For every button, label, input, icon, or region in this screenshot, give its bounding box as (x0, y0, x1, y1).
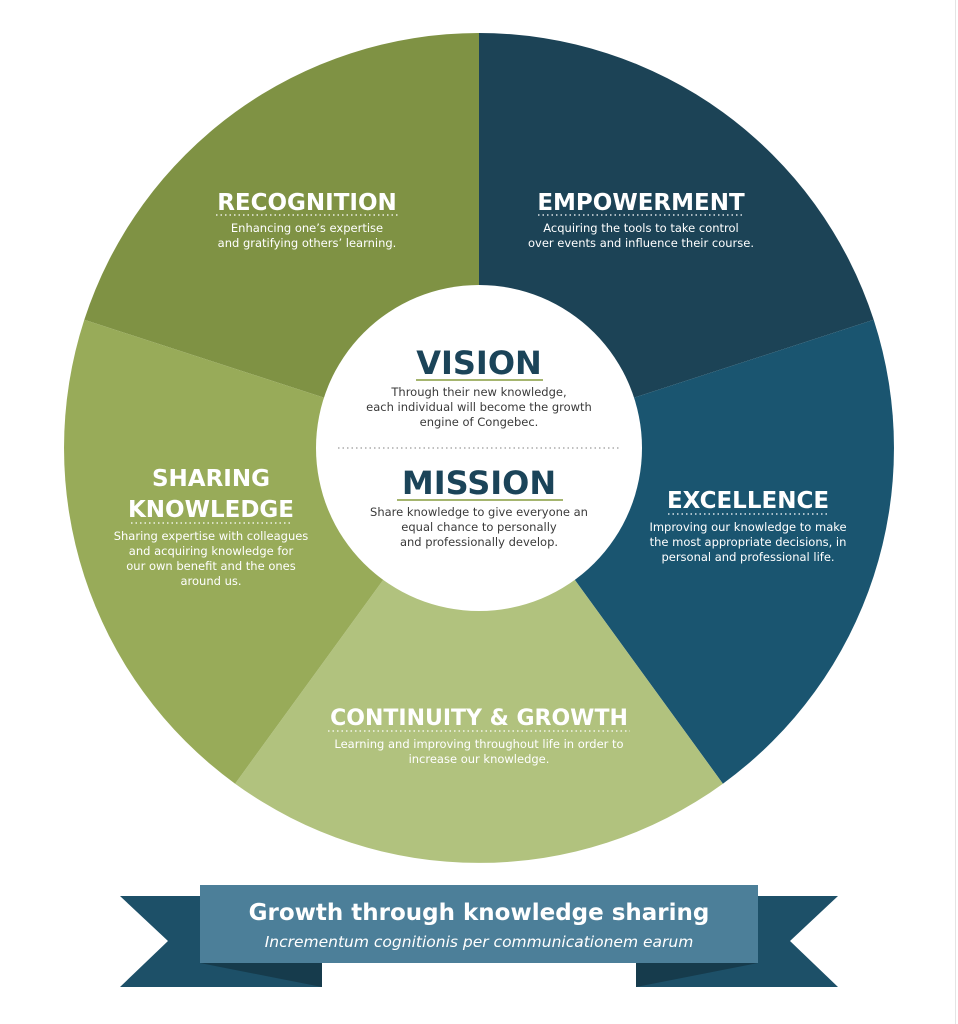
ribbon-fold-left (200, 963, 322, 987)
excellence-desc-line-1: Improving our knowledge to make (649, 520, 846, 534)
sharing-label-group: SHARING KNOWLEDGE Sharing expertise with… (114, 466, 309, 588)
recognition-label-group: RECOGNITION Enhancing one’s expertise an… (216, 190, 398, 250)
banner-title: Growth through knowledge sharing (249, 900, 710, 926)
mission-desc-line-2: equal chance to personally (401, 520, 557, 534)
ribbon-main (200, 885, 758, 963)
recognition-desc-line-2: and gratifying others’ learning. (218, 236, 397, 250)
excellence-title: EXCELLENCE (667, 488, 829, 514)
mission-desc-line-1: Share knowledge to give everyone an (370, 505, 588, 519)
ribbon-fold-right (636, 963, 758, 987)
empowerment-title: EMPOWERMENT (537, 190, 745, 216)
excellence-desc-line-3: personal and professional life. (661, 550, 834, 564)
excellence-label-group: EXCELLENCE Improving our knowledge to ma… (649, 488, 846, 564)
segment-continuity-growth (235, 448, 723, 863)
vision-desc-line-2: each individual will become the growth (366, 400, 592, 414)
mission-underline (397, 499, 563, 501)
vision-group: VISION Through their new knowledge, each… (366, 344, 592, 429)
page-edge-rule (955, 0, 956, 1024)
vision-underline (416, 379, 543, 381)
sharing-desc-line-1: Sharing expertise with colleagues (114, 529, 309, 543)
continuity-desc-line-2: increase our knowledge. (409, 752, 550, 766)
sharing-title-line-1: SHARING (152, 466, 270, 492)
continuity-desc-line-1: Learning and improving throughout life i… (334, 737, 623, 751)
empowerment-label-group: EMPOWERMENT Acquiring the tools to take … (528, 190, 754, 250)
mission-title: MISSION (402, 464, 556, 502)
sharing-title-line-2: KNOWLEDGE (128, 497, 294, 523)
ribbon-banner: Growth through knowledge sharing Increme… (120, 885, 838, 987)
empowerment-desc-line-2: over events and influence their course. (528, 236, 754, 250)
mission-group: MISSION Share knowledge to give everyone… (370, 464, 588, 549)
sharing-desc-line-4: around us. (180, 574, 241, 588)
continuity-title: CONTINUITY & GROWTH (330, 706, 628, 731)
vision-desc-line-1: Through their new knowledge, (390, 385, 566, 399)
excellence-desc-line-2: the most appropriate decisions, in (650, 535, 847, 549)
sharing-desc-line-2: and acquiring knowledge for (129, 544, 294, 558)
vision-title: VISION (416, 344, 542, 382)
recognition-desc-line-1: Enhancing one’s expertise (231, 221, 383, 235)
continuity-label-group: CONTINUITY & GROWTH Learning and improvi… (328, 706, 630, 766)
mission-desc-line-3: and professionally develop. (400, 535, 558, 549)
banner-subtitle: Incrementum cognitionis per communicatio… (265, 933, 694, 951)
empowerment-desc-line-1: Acquiring the tools to take control (543, 221, 739, 235)
vision-desc-line-3: engine of Congebec. (420, 415, 539, 429)
sharing-desc-line-3: our own benefit and the ones (126, 559, 295, 573)
recognition-title: RECOGNITION (217, 190, 397, 216)
